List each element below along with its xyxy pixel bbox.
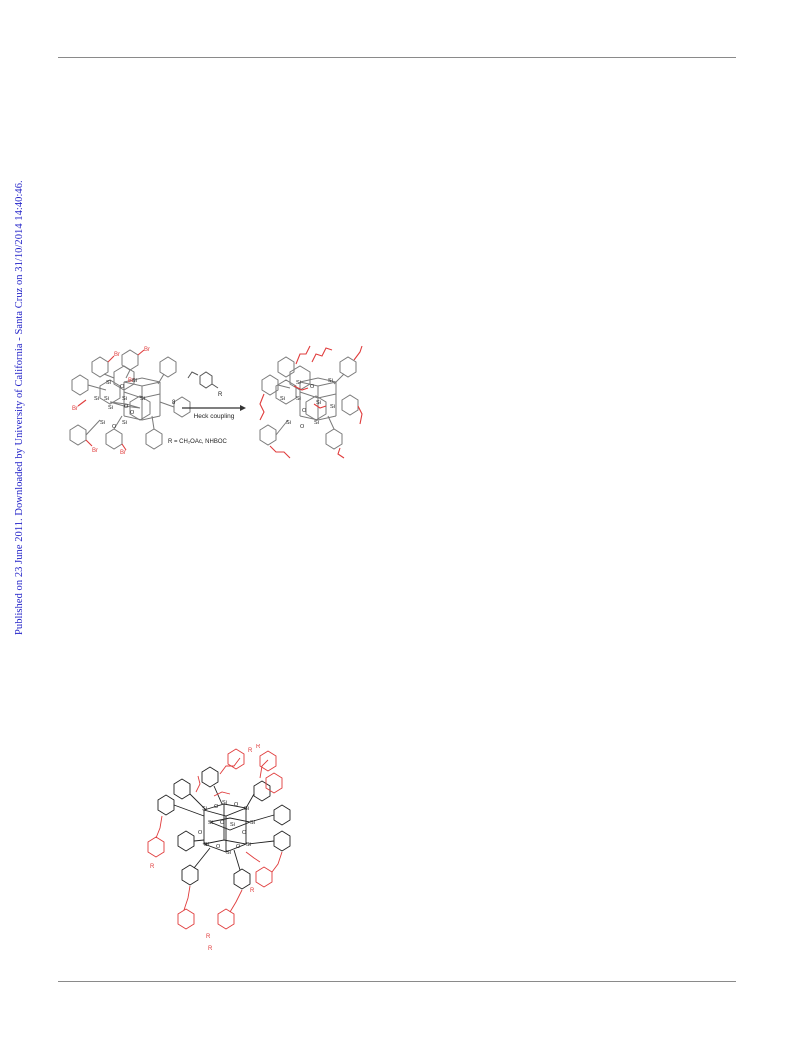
si-label: Si <box>208 820 213 826</box>
br-label: Br <box>92 448 98 454</box>
header-rule <box>58 57 736 58</box>
o-label: O <box>130 410 135 416</box>
phenyl-rings <box>157 766 291 890</box>
si-label: Si <box>330 404 335 410</box>
reagent-r-label: R <box>218 392 223 398</box>
bromine-substituents <box>77 349 145 451</box>
o-label: O <box>234 802 239 808</box>
br-label: Br <box>120 450 126 456</box>
o-label: O <box>112 424 117 430</box>
si-label: Si <box>140 396 145 402</box>
si-label: Si <box>316 400 321 406</box>
o-label: O <box>220 820 225 826</box>
si-label: Si <box>104 396 109 402</box>
product-structure: Si O Si O Si Si O Si Si O O Si O Si O Si… <box>138 744 308 959</box>
reagent-equivalents: 8 <box>172 400 176 406</box>
si-label: Si <box>286 420 291 426</box>
o-label: O <box>300 424 305 430</box>
br-label: Br <box>114 352 120 358</box>
o-label: O <box>198 830 203 836</box>
si-label: Si <box>132 378 137 384</box>
r-group-label: R <box>150 864 155 870</box>
si-label: Si <box>204 842 209 848</box>
si-label: Si <box>202 806 207 812</box>
o-label: O <box>216 844 221 850</box>
si-label: Si <box>314 420 319 426</box>
download-watermark: Published on 23 June 2011. Downloaded by… <box>14 180 25 635</box>
si-label: Si <box>280 396 285 402</box>
si-label: Si <box>94 396 99 402</box>
starting-cage <box>69 349 191 450</box>
red-arms <box>147 748 283 930</box>
reagent-structure <box>187 371 219 389</box>
o-label: O <box>302 408 307 414</box>
substituent-note: R = CH₂OAc, NHBOC <box>168 439 228 445</box>
r-group-label: R <box>206 934 211 940</box>
si-label: Si <box>244 806 249 812</box>
si-label: Si <box>122 396 127 402</box>
si-label: Si <box>328 378 333 384</box>
r-group-label: R <box>250 888 255 894</box>
o-label: O <box>124 404 129 410</box>
si-label: Si <box>106 380 111 386</box>
si-label: Si <box>230 822 235 828</box>
br-label: Br <box>128 378 134 384</box>
r-group-label: R <box>208 946 213 952</box>
o-label: O <box>214 804 219 810</box>
si-label: Si <box>246 842 251 848</box>
r-group-label: R <box>248 748 253 754</box>
vinyl-arms <box>259 345 363 459</box>
footer-rule <box>58 981 736 982</box>
r-group-label: R <box>256 744 261 750</box>
si-label: Si <box>222 800 227 806</box>
br-label: Br <box>72 406 78 412</box>
si-label: Si <box>296 380 301 386</box>
si-label: Si <box>226 850 231 856</box>
br-label: Br <box>144 347 150 353</box>
si-label: Si <box>100 420 105 426</box>
si-label: Si <box>108 405 113 411</box>
si-label: Si <box>250 820 255 826</box>
si-label: Si <box>296 396 301 402</box>
o-label: O <box>310 384 315 390</box>
o-label: O <box>242 830 247 836</box>
reaction-scheme: Br Br Br Br Br Br Si O Si Si Si Si Si Si… <box>64 342 364 460</box>
arrow-head <box>240 405 246 411</box>
si-label: Si <box>122 420 127 426</box>
o-label: O <box>120 384 125 390</box>
reaction-label: Heck coupling <box>194 413 235 420</box>
o-label: O <box>236 844 241 850</box>
product-cage <box>259 356 359 450</box>
